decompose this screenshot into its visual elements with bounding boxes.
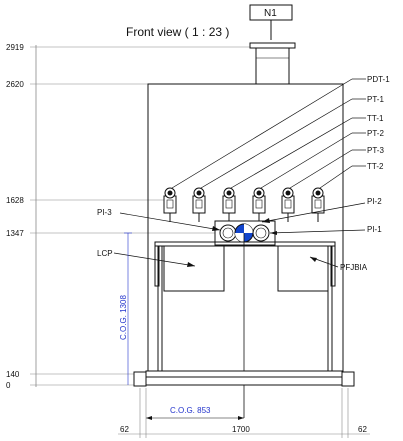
cog-horizontal-label: C.O.G. 853 (170, 406, 211, 415)
tag-label: PT-1 (367, 95, 384, 104)
base-skid-top (145, 370, 343, 378)
elevation-1347: 1347 (6, 229, 24, 238)
pi-2-leader (261, 202, 366, 223)
nozzle-pipe (255, 47, 290, 85)
pi-3-gauge (219, 224, 237, 242)
dim-left-62: 62 (120, 425, 129, 434)
base-foot-left (133, 371, 147, 387)
pi-2-label: PI-2 (367, 197, 382, 206)
lcp-leader (113, 252, 196, 267)
tag-callout-tt-2: TT-2 (319, 162, 384, 189)
pi-3-label: PI-3 (97, 208, 112, 217)
pi-1-label: PI-1 (367, 225, 382, 234)
pfjbia-box (277, 245, 329, 292)
elevation-1628: 1628 (6, 196, 24, 205)
base-skid (139, 376, 347, 386)
transmitter-2 (192, 187, 206, 222)
tag-callout-pdt-1: PDT-1 (171, 75, 390, 189)
tag-label: TT-2 (367, 162, 384, 171)
elevation-0: 0 (6, 381, 11, 390)
transmitter-1 (163, 187, 177, 222)
pfjbia-label: PFJBIA (340, 263, 368, 272)
tag-label: PT-3 (367, 146, 384, 155)
nozzle-flange (249, 42, 296, 49)
dim-1700: 1700 (232, 425, 250, 434)
transmitter-4 (252, 187, 266, 222)
base-foot-right (341, 371, 355, 387)
pi-3-leader (119, 212, 221, 231)
lcp-box (163, 245, 225, 292)
upper-rail (154, 241, 336, 247)
elevation-140: 140 (6, 370, 20, 379)
transmitter-6 (311, 187, 325, 222)
nozzle-label: N1 (264, 8, 277, 19)
elevation-lines (30, 46, 255, 386)
dim-right-62: 62 (358, 425, 367, 434)
pi-1-leader (269, 229, 366, 234)
tag-callout-pt-2: PT-2 (260, 129, 384, 189)
tag-label: PDT-1 (367, 75, 390, 84)
transmitter-3 (222, 187, 236, 222)
tag-callout-pt-1: PT-1 (200, 95, 384, 189)
tag-callout-pt-3: PT-3 (289, 146, 384, 189)
cog-vertical-label: C.O.G. 1308 (119, 295, 128, 340)
tag-label: TT-1 (367, 114, 384, 123)
transmitter-5 (281, 187, 295, 222)
pi-1-gauge (252, 224, 270, 242)
elevation-2620: 2620 (6, 80, 24, 89)
tag-callout-tt-1: TT-1 (230, 114, 384, 189)
elevation-2919: 2919 (6, 43, 24, 52)
tag-label: PT-2 (367, 129, 384, 138)
lcp-label: LCP (97, 249, 113, 258)
view-title: Front view ( 1 : 23 ) (126, 25, 229, 39)
instrument-row (163, 187, 325, 222)
tag-callouts: PDT-1PT-1TT-1PT-2PT-3TT-2 (171, 75, 390, 189)
